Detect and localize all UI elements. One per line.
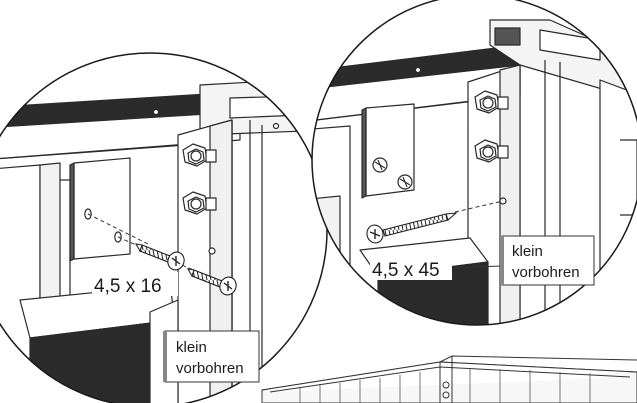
hex-bolt-bottom-right bbox=[474, 139, 509, 163]
short-screw-lower bbox=[186, 268, 237, 296]
hex-bolt-bottom bbox=[182, 191, 217, 215]
hex-bolt-top bbox=[182, 143, 217, 167]
right-screw-size-label: 4,5 x 45 bbox=[372, 260, 440, 281]
cabinet-overview bbox=[261, 355, 637, 403]
hex-bolt-top-right bbox=[474, 90, 509, 114]
mounting-plate bbox=[69, 157, 131, 262]
right-predrill-note: klein vorbohren bbox=[500, 235, 595, 286]
right-detail-circle bbox=[311, 0, 637, 326]
right-note-line1: klein bbox=[512, 243, 543, 260]
left-screw-size-label: 4,5 x 16 bbox=[94, 276, 162, 297]
right-note-line2: vorbohren bbox=[512, 264, 580, 281]
left-note-line2: vorbohren bbox=[176, 360, 244, 377]
short-screw-upper bbox=[134, 243, 185, 271]
long-screw bbox=[366, 212, 458, 244]
mounted-plate bbox=[361, 103, 415, 199]
left-predrill-note: klein vorbohren bbox=[163, 330, 260, 383]
left-note-line1: klein bbox=[176, 339, 207, 356]
